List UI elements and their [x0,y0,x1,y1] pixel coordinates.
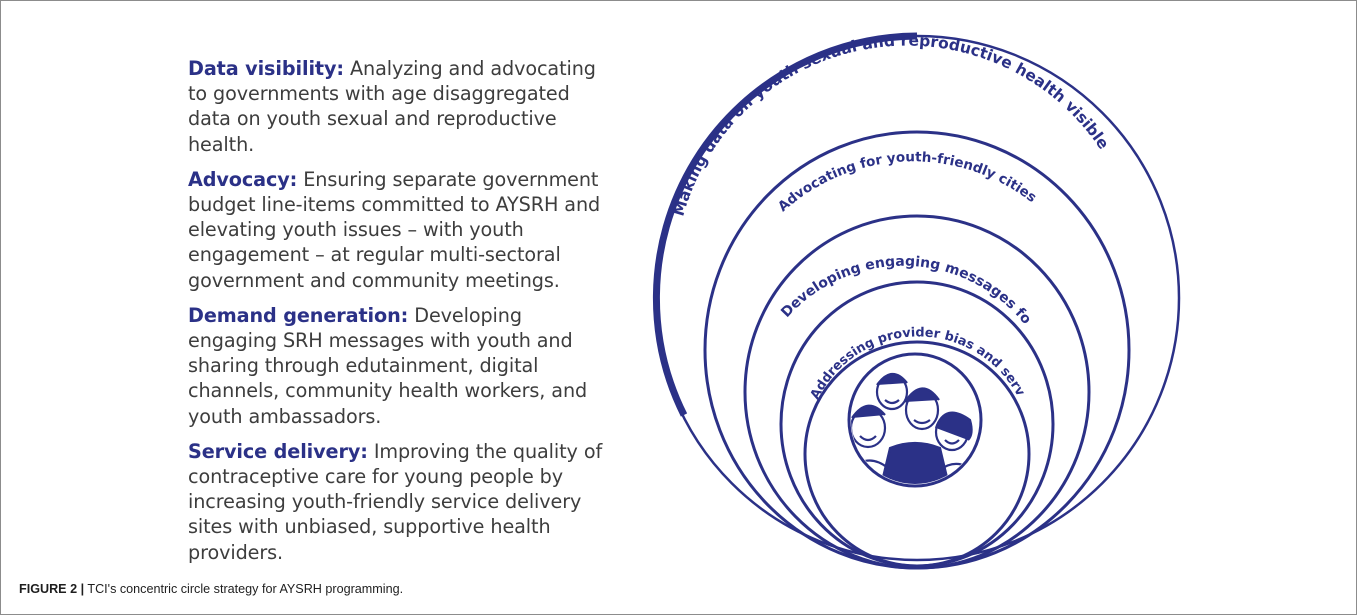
outer-circle-accent [652,32,918,417]
paragraph-heading: Demand generation: [188,303,409,327]
paragraph-heading: Advocacy: [188,167,298,191]
figure-caption: FIGURE 2 | TCI's concentric circle strat… [19,582,403,596]
paragraph-body: Improving the quality of contraceptive c… [188,439,603,564]
paragraph-service-delivery: Service delivery: Improving the quality … [188,439,608,565]
concentric-circles-diagram: Making data on youth sexual and reproduc… [0,0,1181,570]
second-circle [703,130,1131,570]
paragraph-data-visibility: Data visibility: Analyzing and advocatin… [188,56,608,157]
paragraph-body: Ensuring separate government budget line… [188,167,601,292]
paragraph-advocacy: Advocacy: Ensuring separate government b… [188,167,608,293]
paragraph-demand-generation: Demand generation: Developing engaging S… [188,303,608,429]
strategy-descriptions: Data visibility: Analyzing and advocatin… [188,56,608,575]
third-circle [743,214,1091,570]
youth-group-illustration [851,372,979,484]
paragraph-heading: Data visibility: [188,57,344,80]
fifth-circle [803,340,1031,568]
paragraph-heading: Service delivery: [188,439,368,463]
circle-label-data: Making data on youth sexual and reproduc… [669,32,1112,219]
paragraph-body: Analyzing and advocating to governments … [188,57,596,156]
figure-label: FIGURE 2 | [19,582,85,596]
circle-label-data-text: Making data on youth sexual and reproduc… [669,32,1112,219]
caption-text: TCI's concentric circle strategy for AYS… [84,582,404,596]
paragraph-body: Developing engaging SRH messages with yo… [188,303,588,428]
